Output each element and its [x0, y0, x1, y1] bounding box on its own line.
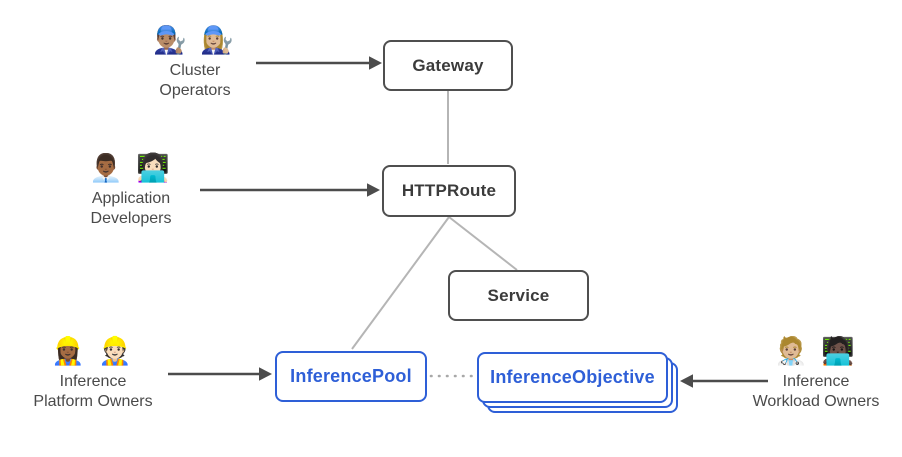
arrow-workload-owners-to-inferenceobjective: [680, 374, 768, 388]
arrow-cluster-operators-to-gateway: [256, 56, 382, 70]
cluster-operators-label-line1: Cluster: [169, 61, 221, 79]
inference-platform-owners-label-line2: Platform Owners: [33, 393, 153, 411]
inferencepool-node: InferencePool: [275, 351, 427, 402]
inference-platform-owners-emoji: 👷🏾‍♀️ 👷🏻: [51, 336, 135, 366]
application-developers-label-line2: Developers: [90, 210, 172, 228]
cluster-operators-emoji: 👨🏽‍🔧 👩🏼‍🔧: [153, 25, 237, 55]
inference-platform-owners-label-line1: Inference: [59, 372, 127, 390]
inferencepool-node-label: InferencePool: [290, 366, 412, 386]
cluster-operators-label-line2: Operators: [159, 82, 231, 100]
httproute-node-label: HTTPRoute: [401, 181, 497, 200]
persona-application-developers: 👨🏾‍💼 👩🏻‍💻 Application Developers: [46, 153, 216, 230]
gateway-node: Gateway: [383, 40, 513, 91]
persona-cluster-operators: 👨🏽‍🔧 👩🏼‍🔧 Cluster Operators: [110, 25, 280, 102]
inference-workload-owners-emoji: 🧑🏼‍⚕️ 🧑🏿‍💻: [774, 336, 858, 366]
arrow-platform-owners-to-inferencepool: [168, 367, 272, 381]
inferenceobjective-node-label: InferenceObjective: [490, 367, 655, 387]
persona-inference-platform-owners: 👷🏾‍♀️ 👷🏻 Inference Platform Owners: [8, 336, 178, 413]
inference-workload-owners-label-line2: Workload Owners: [752, 393, 880, 411]
httproute-node: HTTPRoute: [382, 165, 516, 217]
service-node-label: Service: [487, 285, 550, 305]
inferenceobjective-node: InferenceObjective: [477, 352, 668, 403]
gateway-node-label: Gateway: [412, 55, 484, 75]
edge-httproute-service: [448, 216, 518, 271]
inference-workload-owners-label-line1: Inference: [782, 372, 850, 390]
application-developers-emoji: 👨🏾‍💼 👩🏻‍💻: [89, 153, 173, 183]
edge-httproute-inferencepool: [351, 216, 450, 350]
application-developers-label-line1: Application: [91, 189, 171, 207]
service-node: Service: [448, 270, 589, 321]
persona-inference-workload-owners: 🧑🏼‍⚕️ 🧑🏿‍💻 Inference Workload Owners: [731, 336, 901, 413]
arrow-application-developers-to-httproute: [200, 183, 380, 197]
